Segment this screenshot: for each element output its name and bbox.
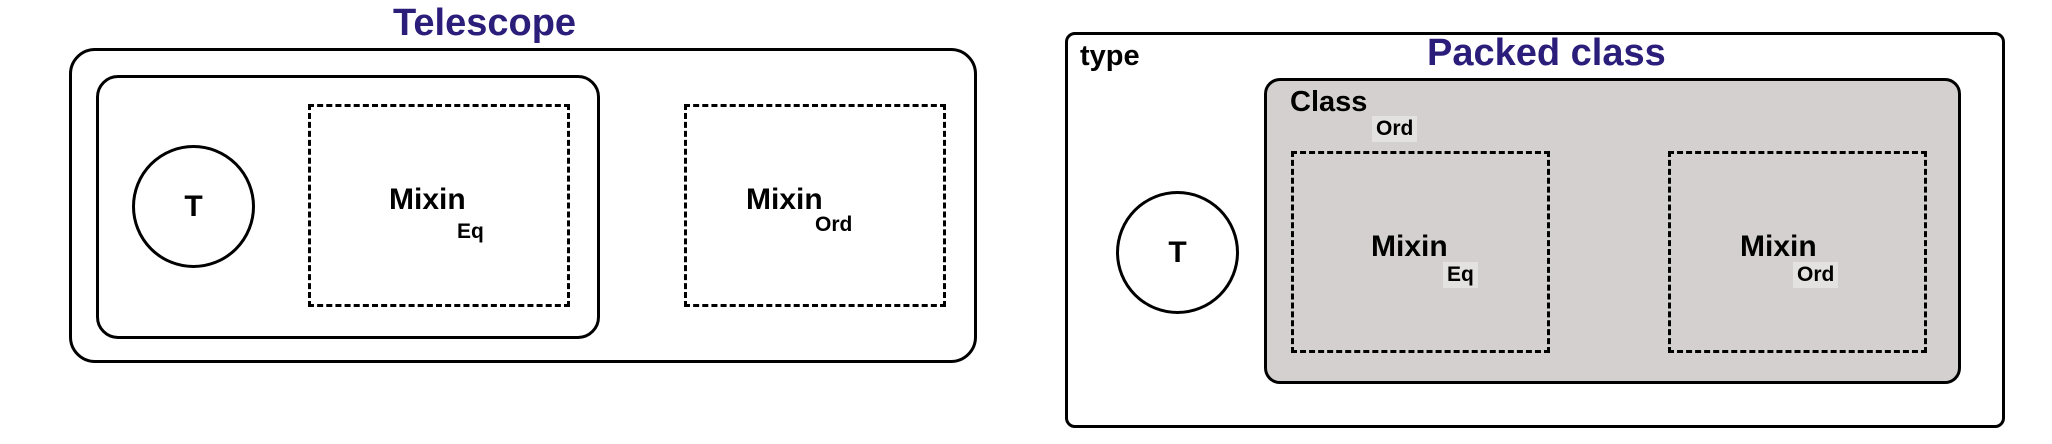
telescope-mixin-eq-box [308, 104, 570, 307]
telescope-mixin-ord-subscript: Ord [815, 213, 853, 236]
telescope-title: Telescope [393, 2, 577, 44]
telescope-mixin-eq-subscript: Eq [457, 220, 484, 243]
class-mixin-eq-box [1291, 151, 1550, 353]
packed-class-title: Packed class [1427, 32, 1666, 74]
packed-type-symbol: T [1168, 235, 1187, 269]
class-label: Class [1290, 86, 1368, 118]
telescope-mixin-eq-label: Mixin [389, 183, 466, 216]
telescope-mixin-ord-box [684, 104, 946, 307]
telescope-type-symbol: T [184, 189, 203, 223]
telescope-outer-box [69, 48, 977, 363]
telescope-type-circle: T [132, 145, 255, 268]
telescope-inner-box [96, 75, 600, 339]
packed-type-label: type [1080, 40, 1140, 72]
telescope-mixin-ord-label: Mixin [746, 183, 823, 216]
class-mixin-eq-label: Mixin [1371, 230, 1448, 263]
packed-type-circle: T [1116, 191, 1239, 314]
class-mixin-ord-subscript: Ord [1793, 262, 1839, 288]
class-mixin-ord-label: Mixin [1740, 230, 1817, 263]
class-subscript: Ord [1372, 116, 1418, 142]
packed-outer-box [1065, 32, 2005, 428]
class-mixin-ord-box [1668, 151, 1927, 353]
class-mixin-eq-subscript: Eq [1443, 262, 1478, 288]
